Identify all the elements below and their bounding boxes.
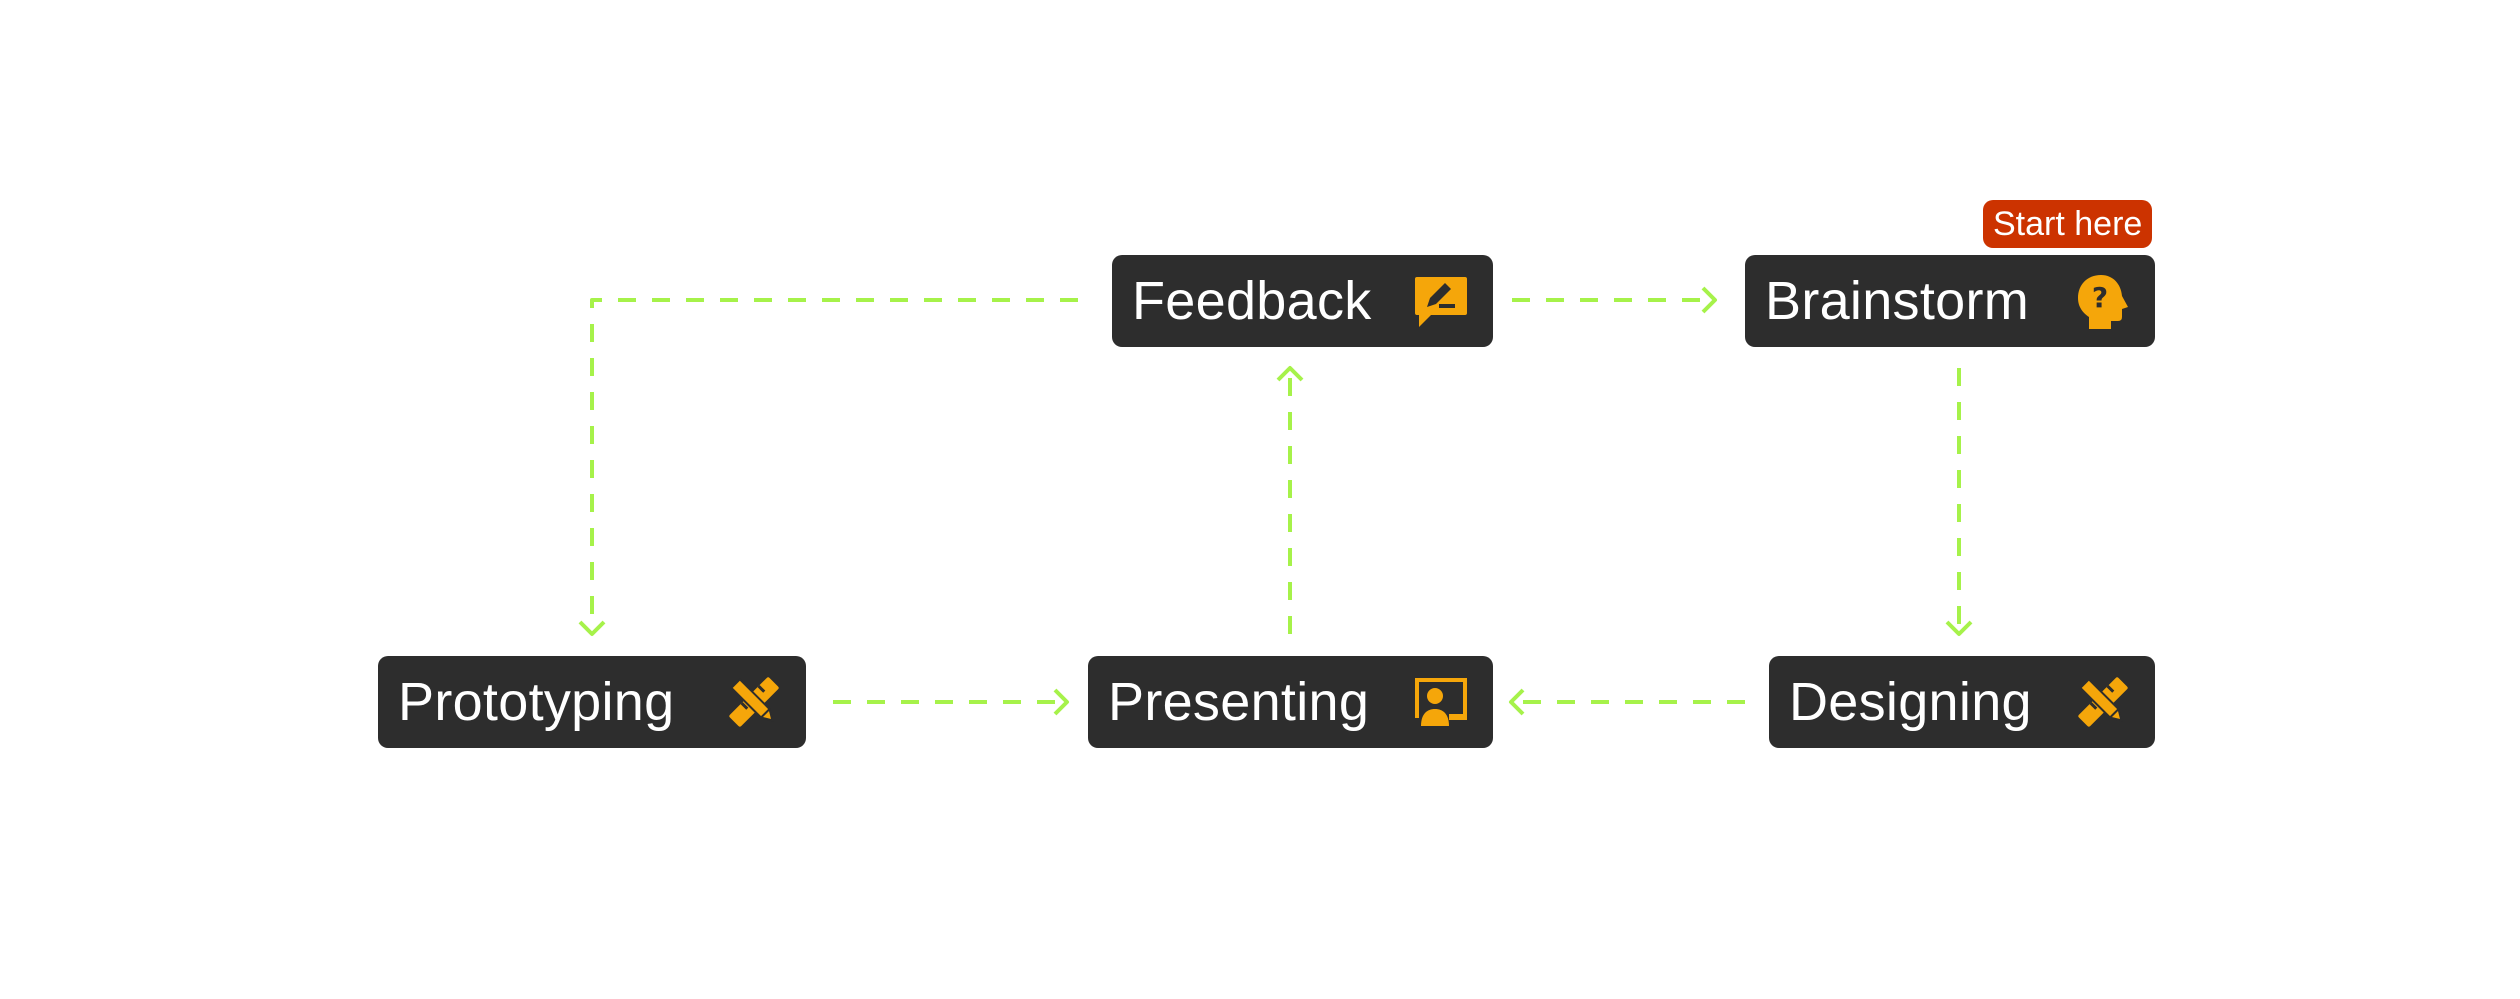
arrowhead-presenting-right — [1509, 688, 1525, 716]
node-designing[interactable]: Designing — [1769, 656, 2155, 748]
node-label-presenting: Presenting — [1108, 672, 1370, 732]
arrowhead-feedback — [1276, 366, 1304, 382]
node-label-prototyping: Prototyping — [398, 672, 675, 732]
arrowhead-designing — [1945, 620, 1973, 636]
head-question-icon: ? — [2073, 271, 2133, 331]
arrowhead-presenting-left — [1053, 688, 1069, 716]
node-feedback[interactable]: Feedback — [1112, 255, 1493, 347]
svg-text:?: ? — [2092, 281, 2108, 314]
feedback-edit-icon — [1411, 271, 1471, 331]
presentation-person-icon — [1411, 672, 1471, 732]
node-label-designing: Designing — [1789, 672, 2032, 732]
node-label-feedback: Feedback — [1132, 271, 1372, 331]
arrowhead-brainstorm — [1701, 286, 1717, 314]
pencil-ruler-icon — [724, 672, 784, 732]
pencil-ruler-icon — [2073, 672, 2133, 732]
node-label-brainstorm: Brainstorm — [1765, 271, 2030, 331]
arrowhead-prototyping — [578, 620, 606, 636]
node-brainstorm[interactable]: Brainstorm ? — [1745, 255, 2155, 347]
node-presenting[interactable]: Presenting — [1088, 656, 1493, 748]
node-prototyping[interactable]: Prototyping — [378, 656, 806, 748]
start-here-badge: Start here — [1983, 200, 2153, 248]
connector-feedback-to-prototyping — [590, 298, 1078, 630]
